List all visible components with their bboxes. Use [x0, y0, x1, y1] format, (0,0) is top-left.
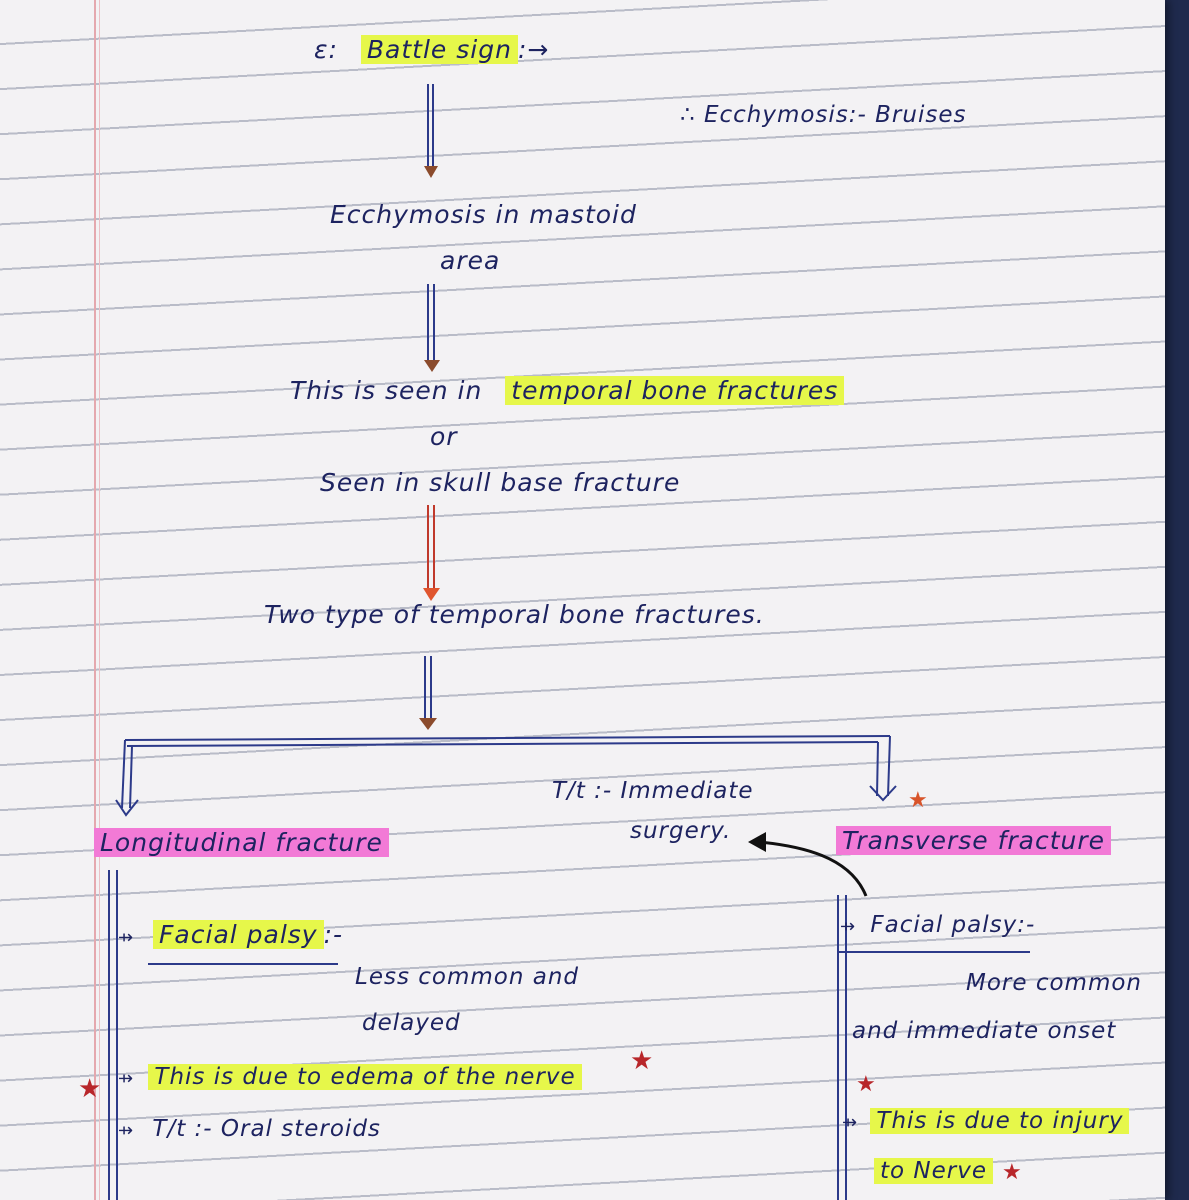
title: Battle sign — [360, 35, 518, 64]
star-icon: ★ — [856, 1072, 876, 1097]
transverse-facial-palsy-text: Facial palsy:- — [870, 912, 1036, 938]
injury-highlight-1: This is due to injury — [870, 1108, 1130, 1134]
transverse-desc-line2: and immediate onset — [852, 1018, 1117, 1044]
longitudinal-edema: ⇸ This is due to edema of the nerve — [118, 1064, 582, 1090]
seen-prefix: This is seen in — [290, 376, 483, 405]
facial-palsy-suffix: :- — [323, 920, 344, 949]
star-icon: ★ — [908, 788, 928, 813]
treatment-line2: surgery. — [630, 818, 732, 844]
longitudinal-desc-line2: delayed — [362, 1010, 461, 1036]
flow-arrows — [108, 84, 1030, 1200]
treatment-line1: T/t :- Immediate — [552, 778, 754, 804]
longitudinal-facial-palsy: ⇸ Facial palsy:- — [118, 920, 343, 949]
injury-highlight-2: to Nerve — [874, 1158, 993, 1184]
margin-line-secondary — [99, 0, 100, 1200]
skull-base-line: Seen in skull base fracture — [320, 468, 681, 497]
bullet-arrow-icon: ⇸ — [118, 1068, 135, 1089]
transverse-heading: Transverse fracture — [836, 826, 1112, 855]
transverse-heading-text: Transverse fracture — [836, 826, 1112, 855]
bullet-arrow-icon: ⇸ — [840, 916, 857, 937]
transverse-injury-line2: to Nerve — [874, 1158, 993, 1184]
longitudinal-treatment: ⇸ T/t :- Oral steroids — [118, 1116, 381, 1142]
longitudinal-desc-line1: Less common and — [355, 964, 579, 990]
star-icon: ★ — [630, 1046, 654, 1076]
longitudinal-heading-text: Longitudinal fracture — [94, 828, 389, 857]
longitudinal-heading: Longitudinal fracture — [94, 828, 389, 857]
star-icon: ★ — [78, 1074, 102, 1104]
bullet-arrow-icon: ⇸ — [842, 1112, 859, 1133]
title-line: ε: Battle sign:→ — [314, 35, 549, 64]
seen-line: This is seen in temporal bone fractures — [290, 376, 845, 405]
transverse-facial-palsy: ⇸ Facial palsy:- — [840, 912, 1035, 938]
star-icon: ★ — [1002, 1160, 1022, 1185]
side-note: ∴ Ecchymosis:- Bruises — [680, 102, 967, 128]
or-text: or — [430, 422, 458, 451]
notebook-page: ε: Battle sign:→ ∴ Ecchymosis:- Bruises … — [0, 0, 1165, 1200]
transverse-injury-line1: ⇸ This is due to injury — [842, 1108, 1130, 1134]
margin-line — [94, 0, 96, 1200]
transverse-desc-line1: More common — [966, 970, 1143, 996]
ecchymosis-line2: area — [440, 246, 501, 275]
edema-highlight: This is due to edema of the nerve — [148, 1064, 582, 1090]
bullet-arrow-icon: ⇸ — [118, 927, 135, 948]
ecchymosis-line1: Ecchymosis in mastoid — [330, 200, 637, 229]
facial-palsy-highlight: Facial palsy — [153, 920, 324, 949]
title-prefix: ε: — [314, 35, 338, 64]
title-suffix: :→ — [517, 35, 550, 64]
seen-highlight: temporal bone fractures — [505, 376, 845, 405]
oral-steroids: T/t :- Oral steroids — [152, 1116, 381, 1142]
two-types-line: Two type of temporal bone fractures. — [264, 600, 765, 629]
bullet-arrow-icon: ⇸ — [118, 1120, 135, 1141]
